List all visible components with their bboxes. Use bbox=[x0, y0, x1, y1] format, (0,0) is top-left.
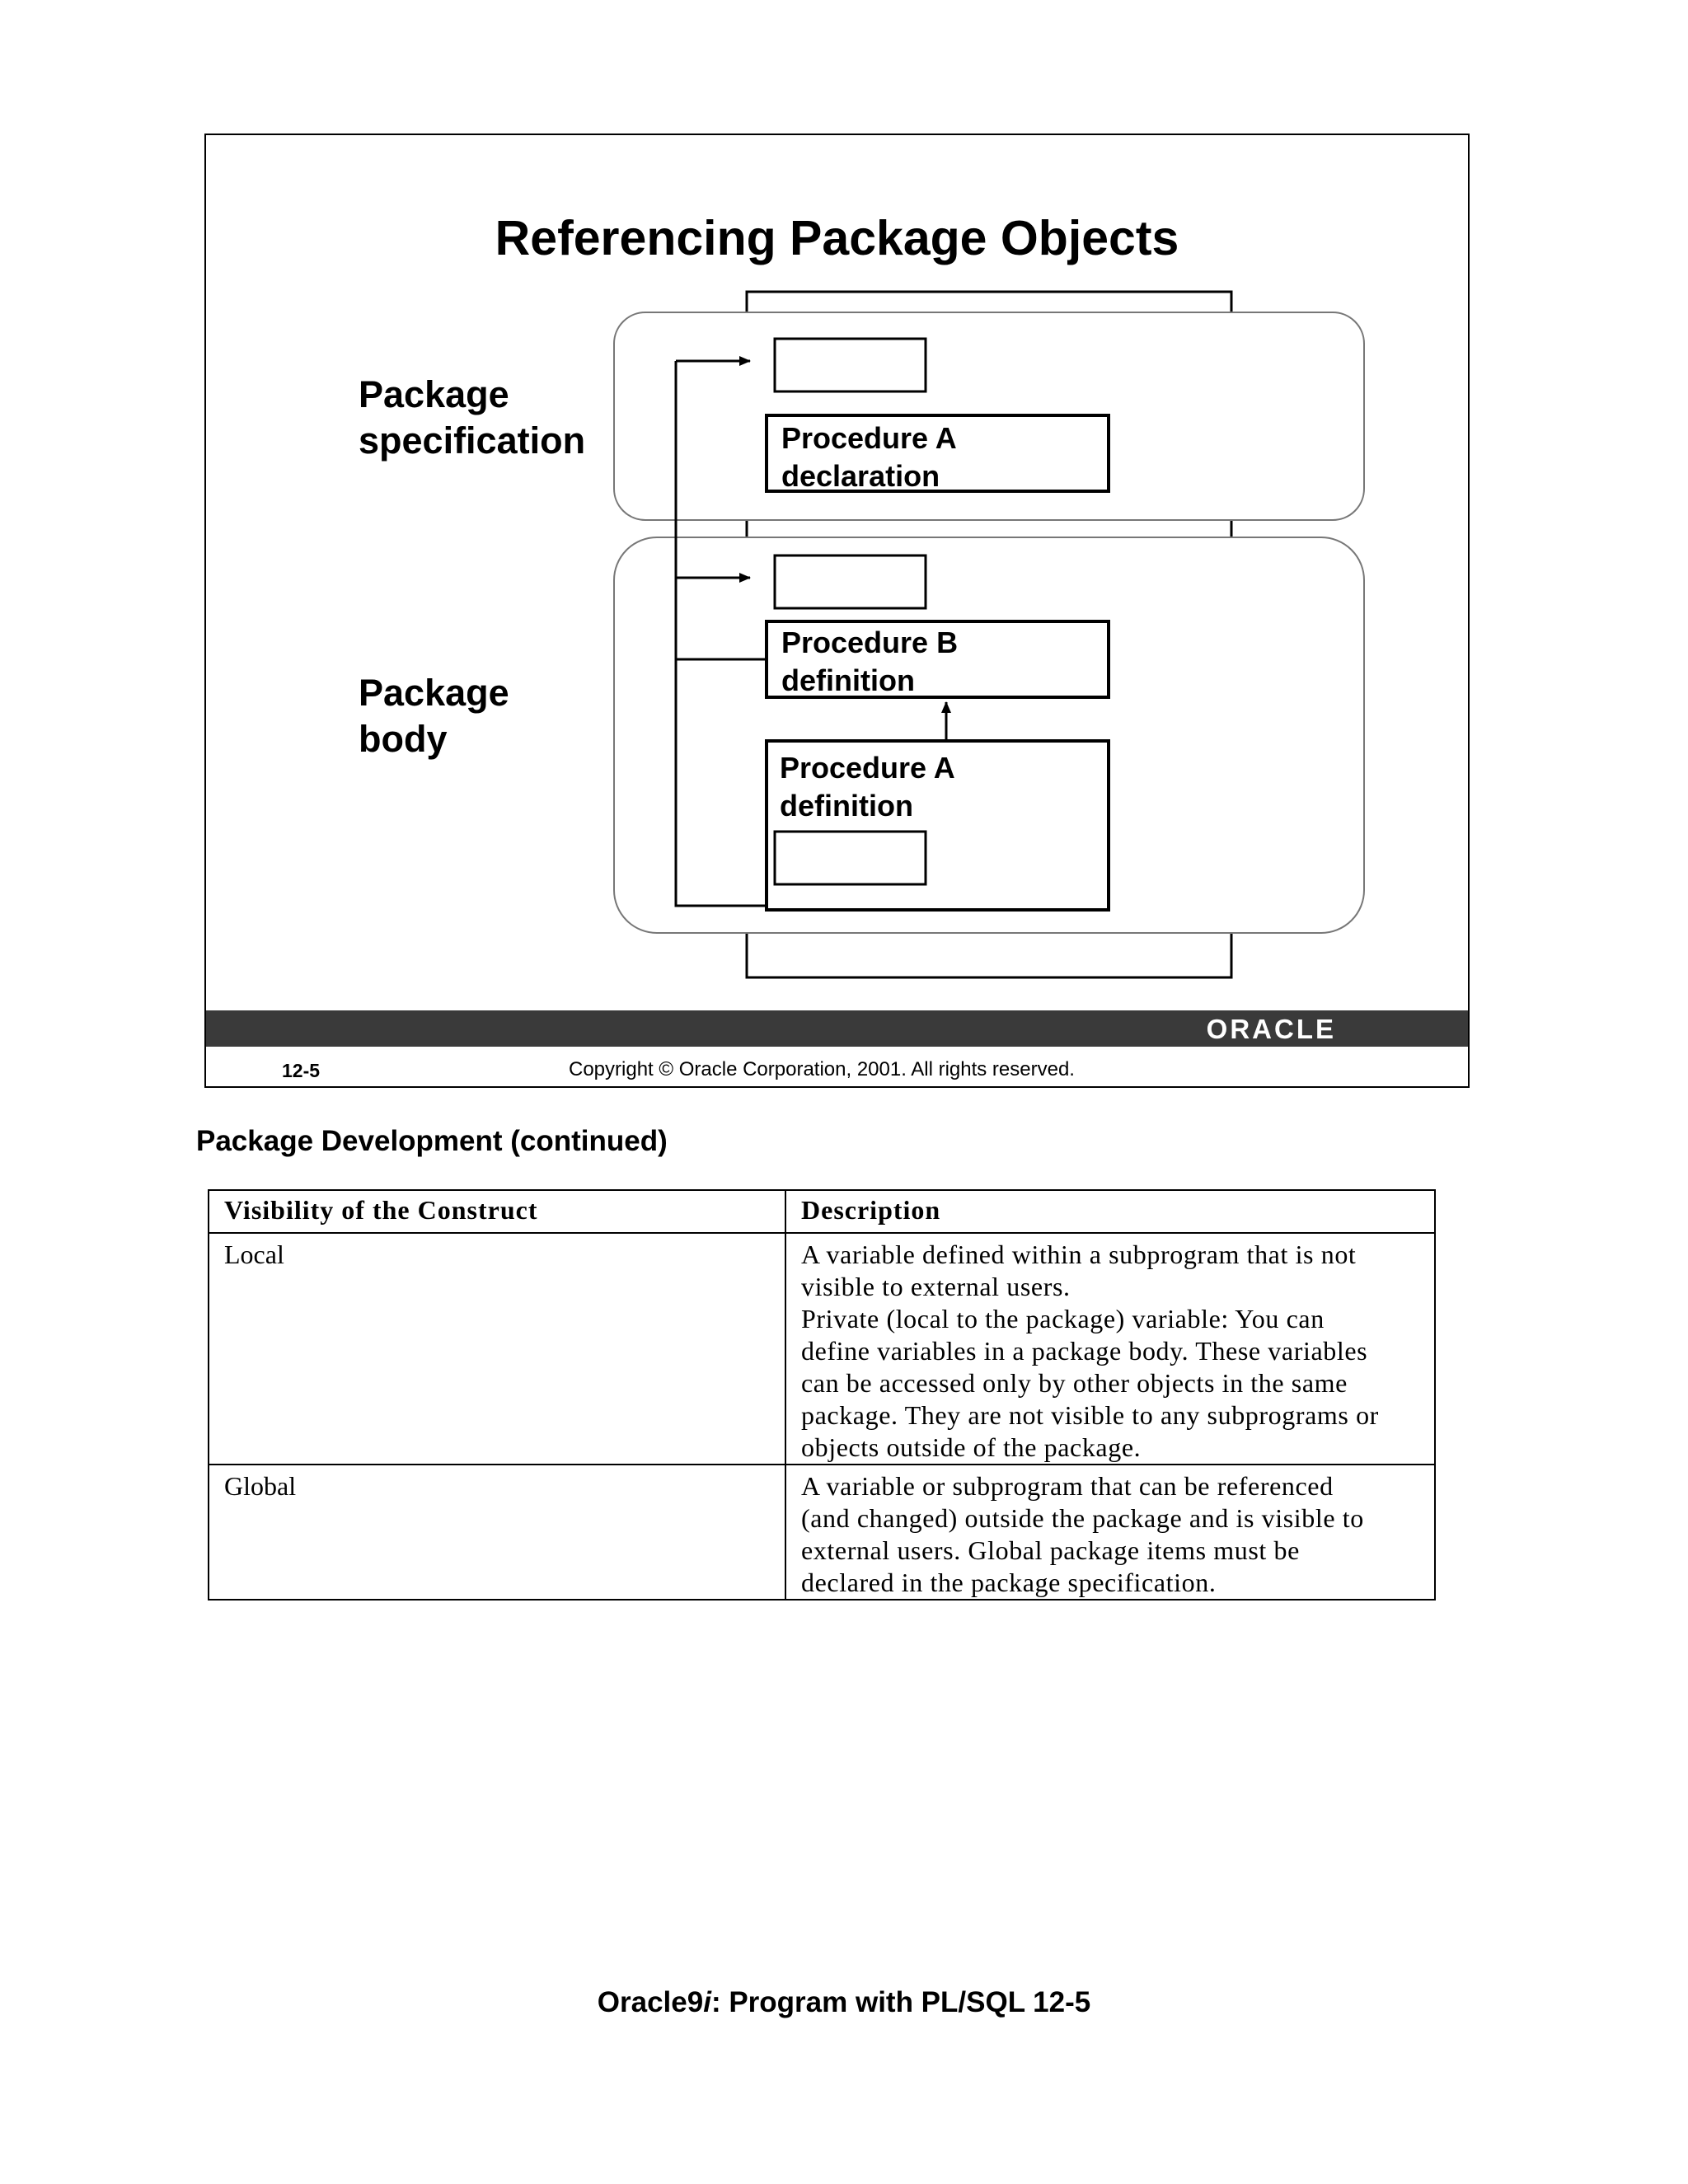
footer-suffix: : Program with PL/SQL 12-5 bbox=[710, 1986, 1091, 2018]
section-heading: Package Development (continued) bbox=[196, 1125, 668, 1157]
procedure-b-definition-box bbox=[765, 620, 1110, 699]
public-variable-box bbox=[773, 337, 927, 393]
procedure-a-definition-label: Procedure A definition bbox=[780, 751, 962, 823]
column-header-description: Description bbox=[785, 1189, 1436, 1234]
slide-number: 12-5 bbox=[282, 1060, 321, 1081]
footer-prefix: Oracle9 bbox=[597, 1986, 704, 2018]
private-variable-box bbox=[773, 554, 927, 610]
procedure-a-declaration-box bbox=[765, 414, 1110, 493]
local-variable-box bbox=[773, 830, 927, 886]
description-line: external users. Global package items mus… bbox=[801, 1535, 1300, 1565]
table-header-row: Visibility of the Construct Description bbox=[208, 1189, 1436, 1234]
procedure-a-declaration-label: Procedure A declaration bbox=[781, 421, 964, 493]
construct-cell: Local bbox=[208, 1232, 786, 1465]
description-cell: A variable or subprogram that can be ref… bbox=[785, 1464, 1436, 1601]
description-line: define variables in a package body. Thes… bbox=[801, 1336, 1368, 1366]
spec-label: Package specification bbox=[359, 373, 585, 462]
description-line: A variable or subprogram that can be ref… bbox=[801, 1471, 1334, 1501]
reference-line-trunk bbox=[674, 361, 767, 907]
oracle-footer-bar: ORACLE bbox=[206, 1010, 1468, 1047]
visibility-table: Visibility of the Construct Description … bbox=[208, 1189, 1436, 1601]
slide-frame: Referencing Package Objects Package spec… bbox=[204, 134, 1470, 1088]
description-line: A variable defined within a subprogram t… bbox=[801, 1240, 1357, 1269]
construct-cell: Global bbox=[208, 1464, 786, 1601]
description-line: (and changed) outside the package and is… bbox=[801, 1503, 1364, 1533]
oracle-logo: ORACLE bbox=[1206, 1014, 1336, 1044]
column-header-construct: Visibility of the Construct bbox=[208, 1189, 786, 1234]
description-line: objects outside of the package. bbox=[801, 1432, 1142, 1462]
slide-title: Referencing Package Objects bbox=[495, 211, 1179, 265]
description-cell: A variable defined within a subprogram t… bbox=[785, 1232, 1436, 1465]
package-diagram: Package specification Package body Proce… bbox=[359, 290, 1365, 979]
copyright-notice: Copyright © Oracle Corporation, 2001. Al… bbox=[569, 1058, 1075, 1080]
procedure-b-definition-label: Procedure B definition bbox=[781, 626, 966, 697]
description-line: declared in the package specification. bbox=[801, 1568, 1217, 1597]
description-line: can be accessed only by other objects in… bbox=[801, 1368, 1348, 1398]
description-line: Private (local to the package) variable:… bbox=[801, 1304, 1325, 1333]
footer-italic: i bbox=[703, 1986, 711, 2018]
description-line: visible to external users. bbox=[801, 1272, 1071, 1301]
table-row: Global A variable or subprogram that can… bbox=[208, 1464, 1436, 1601]
page-footer: Oracle9i: Program with PL/SQL 12-5 bbox=[0, 1986, 1688, 2019]
description-line: package. They are not visible to any sub… bbox=[801, 1400, 1379, 1430]
body-label: Package body bbox=[359, 672, 519, 760]
table-row: Local A variable defined within a subpro… bbox=[208, 1232, 1436, 1465]
